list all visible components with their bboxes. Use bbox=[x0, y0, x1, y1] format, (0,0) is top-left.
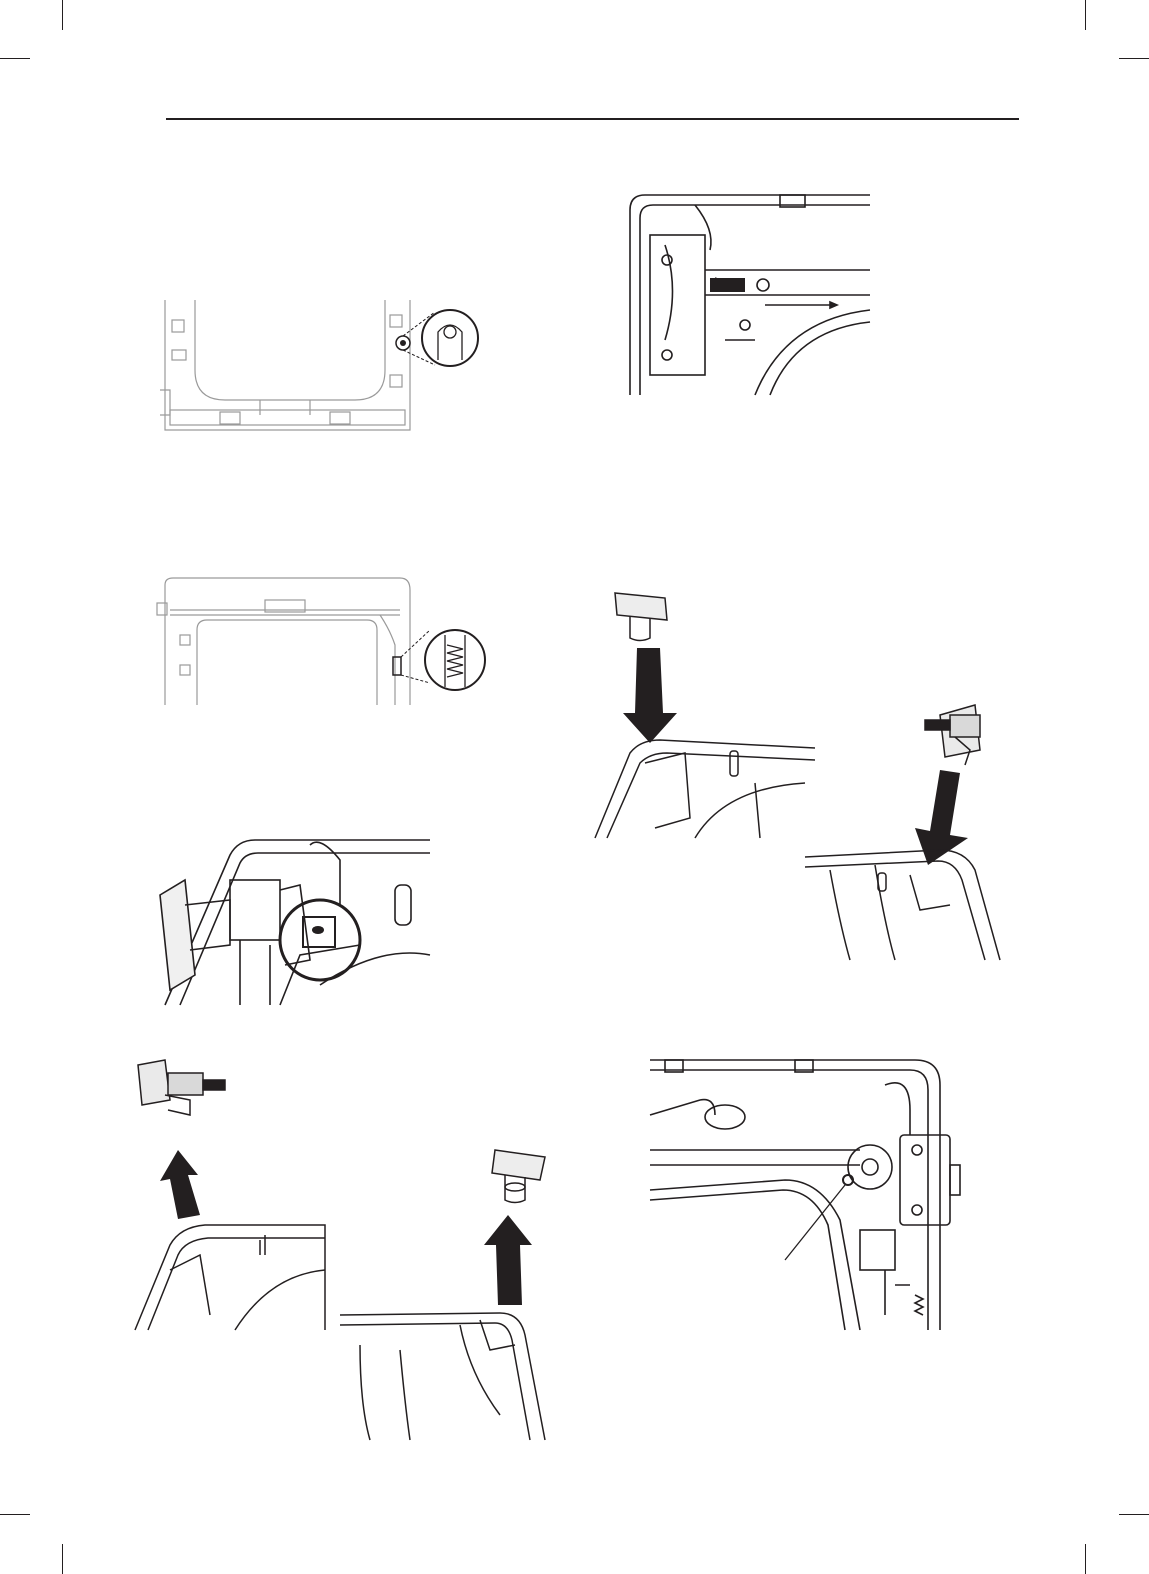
install-latch-drawing bbox=[800, 695, 1005, 965]
crop-mark bbox=[1119, 58, 1149, 59]
screw-location-drawing bbox=[645, 1055, 975, 1335]
leader-line bbox=[785, 1185, 845, 1260]
figure-slider-mechanism bbox=[625, 190, 870, 400]
figure-install-latch bbox=[800, 695, 1005, 965]
crop-mark bbox=[62, 0, 63, 30]
crop-mark bbox=[1085, 1544, 1086, 1574]
slider-mechanism-drawing bbox=[625, 190, 870, 400]
up-arrow bbox=[160, 1150, 200, 1219]
crop-mark bbox=[0, 58, 30, 59]
top-panel-drawing bbox=[160, 290, 490, 440]
install-switch-drawing bbox=[595, 588, 820, 843]
crop-mark bbox=[0, 1514, 30, 1515]
figure-top-panel-detail-catch bbox=[160, 290, 490, 440]
figure-remove-latch bbox=[130, 1055, 330, 1330]
crop-mark bbox=[62, 1544, 63, 1574]
remove-switch-drawing bbox=[340, 1145, 545, 1440]
down-arrow bbox=[623, 648, 677, 743]
spring-panel-drawing bbox=[155, 575, 485, 710]
crop-mark bbox=[1119, 1514, 1149, 1515]
crop-mark bbox=[1085, 0, 1086, 30]
up-arrow bbox=[484, 1215, 532, 1305]
header-rule bbox=[166, 118, 1019, 120]
figure-install-switch bbox=[595, 588, 820, 843]
figure-screw-location bbox=[645, 1055, 975, 1335]
figure-top-panel-detail-spring bbox=[155, 575, 485, 710]
latch-tab-drawing bbox=[160, 835, 430, 1010]
figure-latch-tab-circled bbox=[160, 835, 430, 1010]
remove-latch-drawing bbox=[130, 1055, 330, 1330]
figure-remove-switch bbox=[340, 1145, 545, 1440]
